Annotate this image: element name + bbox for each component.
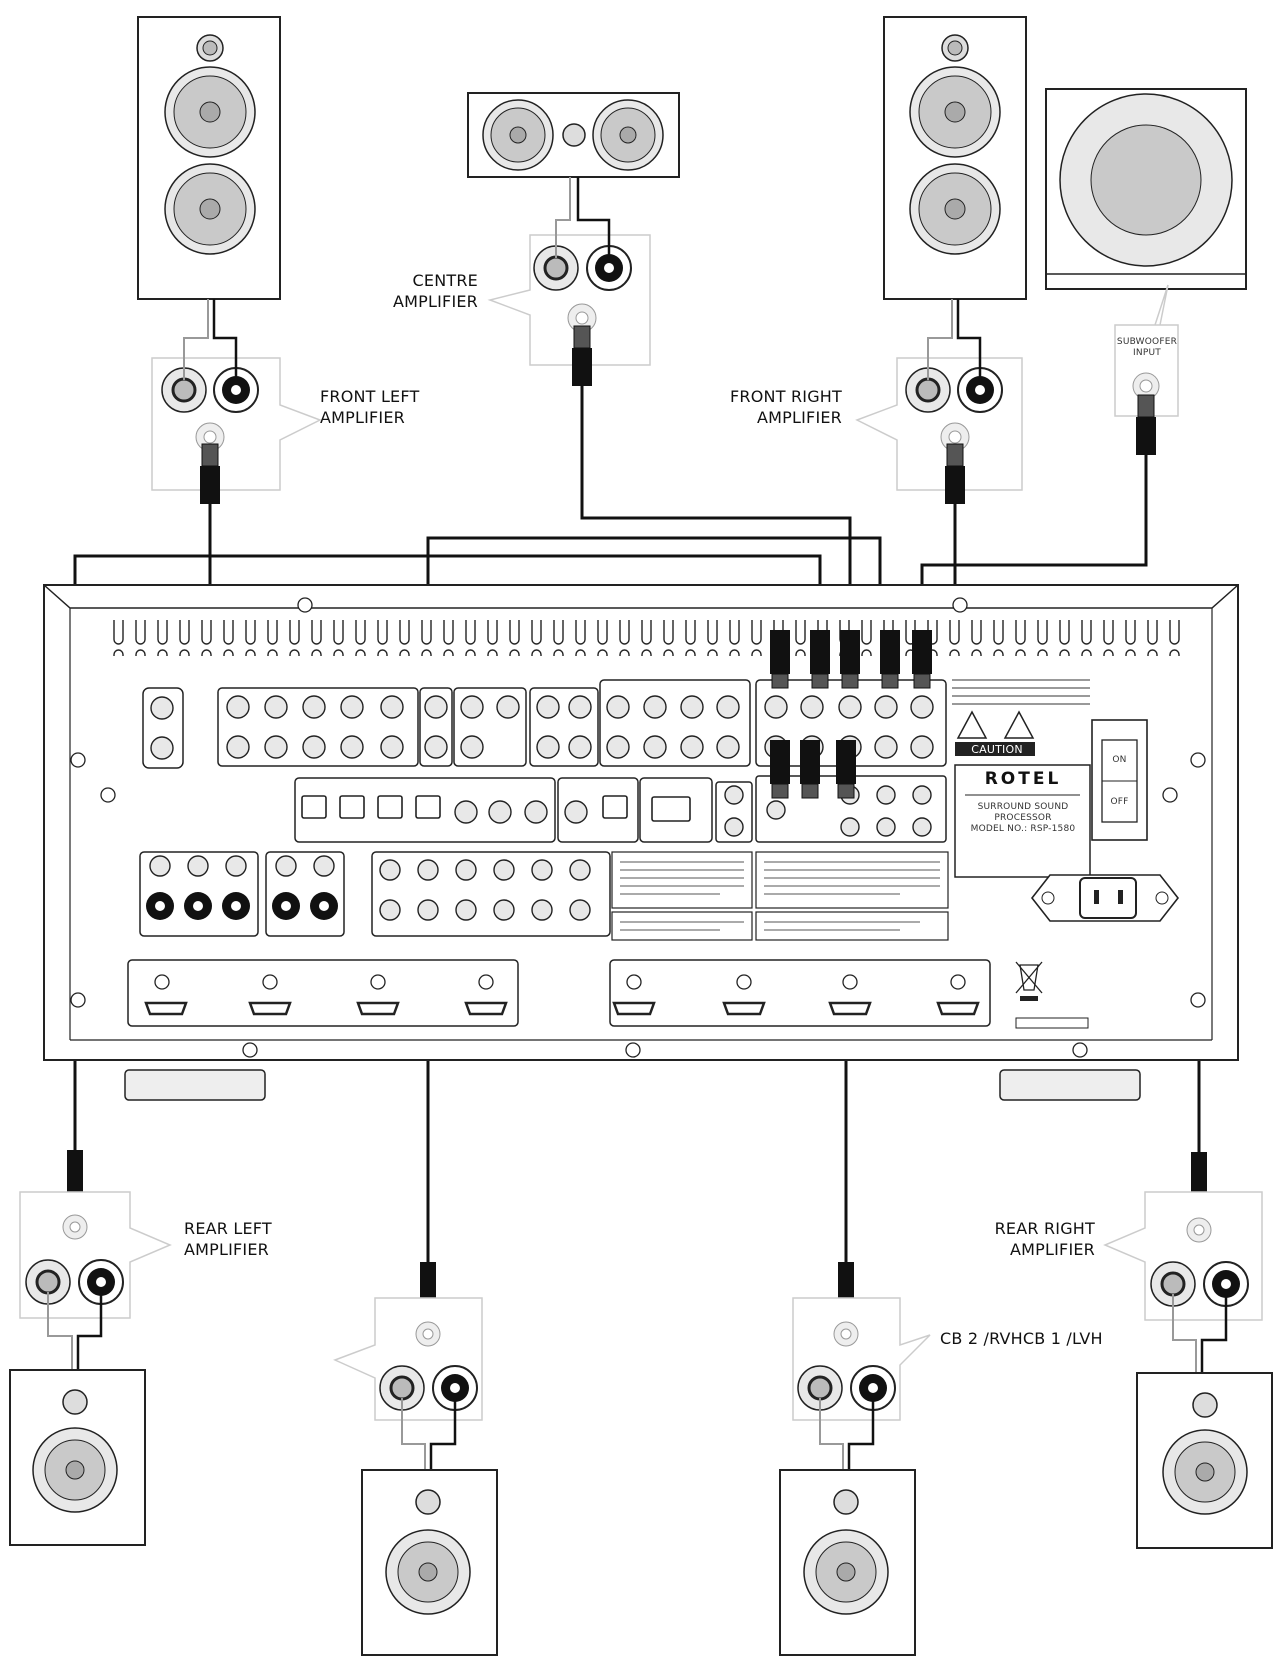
cb-label: CB 2 /RVHCB 1 /LVH [940,1329,1103,1348]
power-on-label: ON [1112,755,1127,765]
rca-plugs-panel [770,630,932,799]
caution-label: CAUTION [971,743,1023,756]
front-right-speaker [883,16,1027,300]
subwoofer-input [1114,284,1179,417]
front-left-label: FRONT LEFT AMPLIFIER [320,387,420,427]
centre-speaker [467,92,680,178]
subwoofer [1045,88,1247,290]
rear-left-amplifier [9,1150,172,1546]
centre-amplifier [487,177,651,366]
power-off-label: OFF [1110,797,1129,807]
front-right-label: FRONT RIGHT AMPLIFIER [730,387,842,427]
front-left-speaker [137,16,281,300]
processor-rear-panel [43,584,1239,1101]
brand-logo: ROTEL [984,769,1062,789]
rca-plugs-top [200,325,1156,504]
subwoofer-input-label: SUBWOOFER INPUT [1116,337,1178,358]
model-plate: SURROUND SOUND PROCESSOR MODEL NO.: RSP-… [970,802,1076,834]
surround-back-left-amplifier [333,1262,498,1656]
surround-back-right-amplifier [779,1262,931,1656]
rear-left-label: REAR LEFT AMPLIFIER [184,1219,272,1259]
centre-label: CENTRE AMPLIFIER [393,271,478,311]
front-right-amplifier [855,299,1023,491]
front-left-amplifier [151,299,322,491]
rear-right-amplifier [1103,1152,1273,1549]
rear-right-label: REAR RIGHT AMPLIFIER [994,1219,1095,1259]
